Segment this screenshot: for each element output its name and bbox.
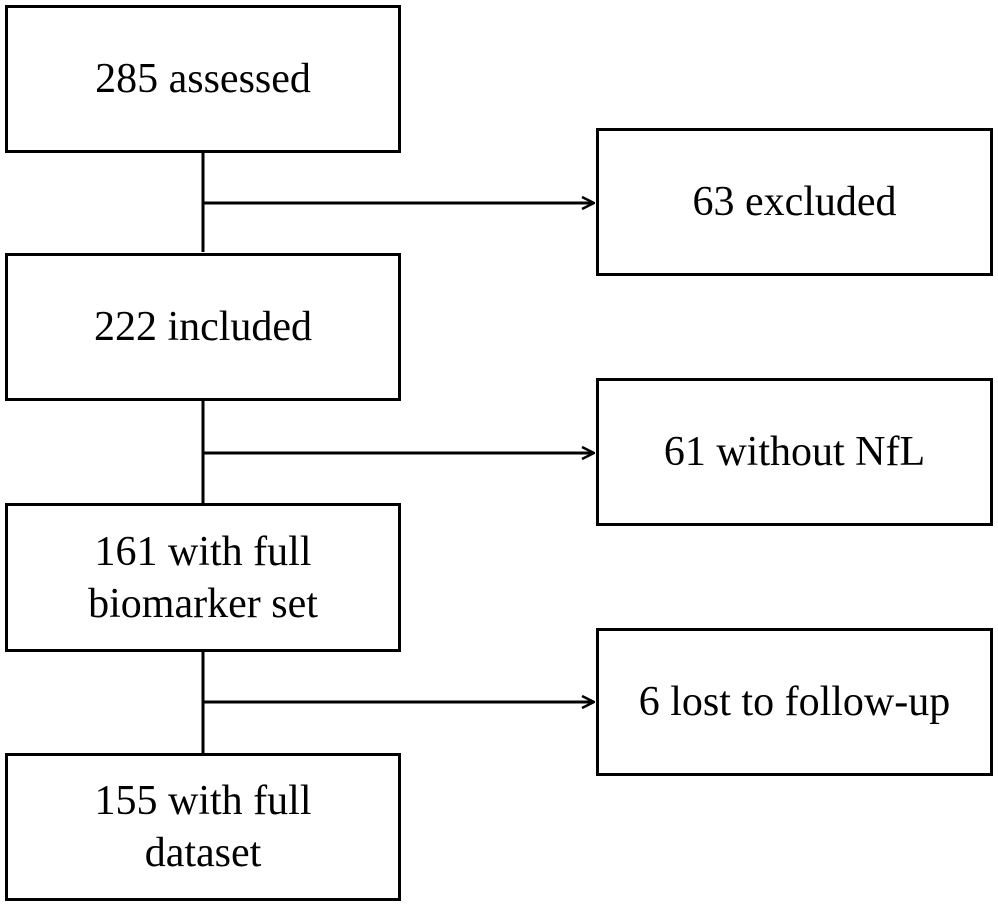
box-161-full-biomarker-set: 161 with full biomarker set: [5, 503, 401, 652]
box-label: 155 with full dataset: [94, 778, 312, 876]
box-6-lost-to-follow-up: 6 lost to follow-up: [596, 628, 993, 776]
box-label: 6 lost to follow-up: [638, 679, 951, 725]
box-label: 161 with full biomarker set: [88, 528, 318, 627]
box-label: 63 excluded: [692, 179, 897, 225]
box-285-assessed: 285 assessed: [5, 5, 401, 153]
box-61-without-nfl: 61 without NfL: [596, 378, 993, 526]
box-222-included: 222 included: [5, 253, 401, 401]
box-63-excluded: 63 excluded: [596, 128, 993, 276]
box-label: 285 assessed: [95, 56, 311, 102]
box-label: 61 without NfL: [663, 429, 926, 475]
box-label: 222 included: [93, 304, 313, 350]
box-155-full-dataset: 155 with full dataset: [5, 753, 401, 901]
